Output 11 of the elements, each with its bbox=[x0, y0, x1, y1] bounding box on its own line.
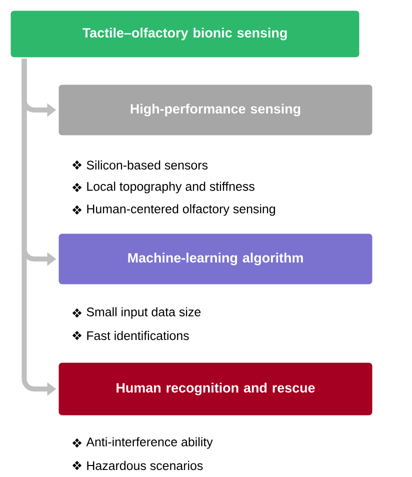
process-box: Machine-learning algorithm bbox=[57, 232, 374, 286]
bullet-text: Silicon-based sensors bbox=[86, 160, 208, 170]
process-box: Human recognition and rescue bbox=[57, 361, 374, 417]
bullet-text: Small input data size bbox=[86, 307, 201, 319]
bullet-text: Local topography and stiffness bbox=[87, 182, 254, 194]
bullet-text: Hazardous scenarios bbox=[87, 460, 203, 470]
bullet-text: Anti-interference ability bbox=[86, 437, 213, 449]
process-box: Tactile–olfactory bionic sensing bbox=[9, 9, 361, 59]
process-box: High-performance sensing bbox=[57, 83, 374, 137]
bullet-text: Human-centered olfactory sensing bbox=[87, 204, 276, 216]
bullet-text: Fast identifications bbox=[87, 330, 189, 340]
